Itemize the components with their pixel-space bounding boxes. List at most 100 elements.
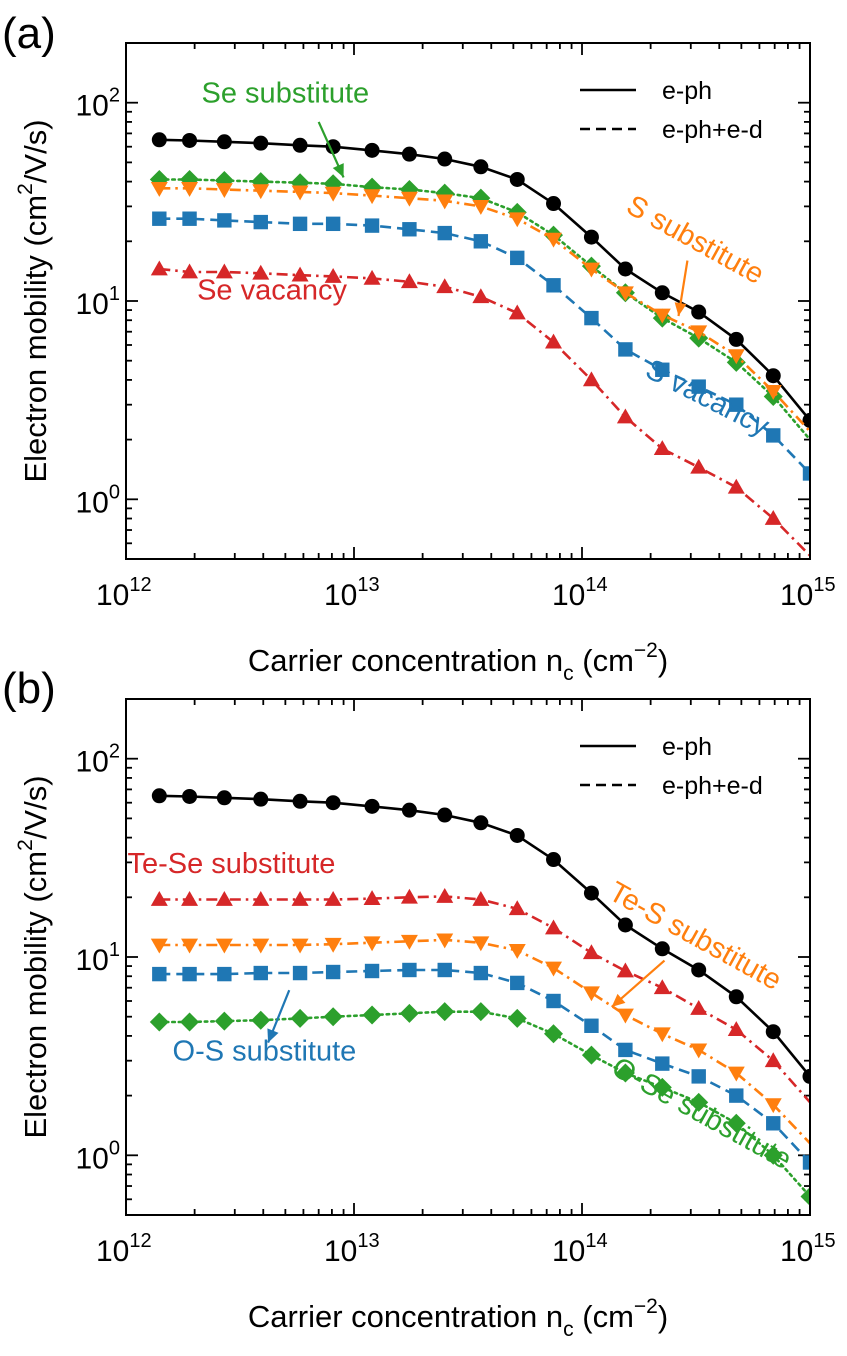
data-point-eph: [654, 285, 670, 301]
data-point-eph: [765, 368, 781, 384]
data-point-te_se_sub: [181, 890, 199, 906]
annotation-label: Te-Se substitute: [127, 848, 335, 880]
data-point-te_s_sub: [616, 1008, 634, 1024]
data-point-te_s_sub: [291, 938, 309, 954]
data-point-te_s_sub: [400, 934, 418, 950]
data-point-te_se_sub: [291, 890, 309, 906]
annotation-label: S vacancy: [640, 353, 774, 442]
panel-a-x-tick-labels: 1012 1013 1014 1015: [96, 574, 836, 612]
data-point-eph: [216, 790, 232, 806]
data-point-se_vac: [215, 263, 233, 279]
data-point-te_se_sub: [363, 890, 381, 905]
annotation-label: O-S substitute: [173, 1036, 357, 1068]
data-point-te_s_sub: [545, 961, 563, 977]
data-point-te_se_sub: [472, 890, 490, 906]
annotation-arrow-head: [674, 302, 687, 317]
data-point-s_sub: [252, 184, 270, 200]
panel-a-x-axis-title: Carrier concentration nc (cm−2): [248, 639, 668, 685]
data-point-s_vac: [546, 278, 561, 293]
data-point-s_sub: [472, 200, 490, 215]
data-point-s_sub: [363, 189, 381, 205]
data-point-se_vac: [508, 304, 526, 320]
data-point-s_vac: [618, 342, 633, 357]
panel-a-y-tick-labels: 100 101 102: [76, 85, 121, 520]
data-point-s_sub: [150, 181, 168, 197]
data-point-te_se_sub: [690, 999, 708, 1015]
data-point-s_sub: [582, 262, 600, 278]
panel-b-series: [149, 788, 810, 1206]
y-tick-label: 101: [76, 939, 121, 977]
y-tick-label: 100: [76, 481, 121, 519]
data-point-eph: [292, 137, 308, 153]
data-point-eph: [437, 151, 453, 167]
data-point-s_vac: [473, 234, 489, 249]
data-point-o_se_sub: [507, 1008, 527, 1028]
data-point-eph: [364, 142, 380, 158]
data-point-te_se_sub: [616, 962, 634, 978]
data-point-o_s_sub: [364, 963, 380, 979]
data-point-o_s_sub: [325, 964, 341, 980]
data-point-o_se_sub: [323, 1007, 343, 1027]
data-point-se_vac: [690, 458, 708, 474]
y-tick-label: 100: [76, 1137, 121, 1175]
data-point-eph: [509, 827, 525, 843]
data-point-te_se_sub: [653, 979, 671, 995]
data-point-o_s_sub: [546, 993, 561, 1009]
panel-a-legend: e-ph e-ph+e-d: [580, 77, 763, 144]
data-point-se_vac: [582, 371, 600, 387]
data-point-te_s_sub: [215, 938, 233, 954]
data-point-o_se_sub: [214, 1011, 234, 1031]
data-point-s_sub: [653, 308, 671, 324]
series-te_se_sub: [150, 887, 810, 1104]
annotation-label: Se substitute: [202, 78, 370, 110]
x-tick-label: 1013: [324, 1230, 380, 1268]
series-s_sub: [150, 181, 810, 433]
legend-label-eph: e-ph: [662, 77, 712, 105]
data-point-s_sub: [727, 349, 745, 365]
annotation-arrow-head: [267, 1028, 279, 1043]
data-point-s_sub: [690, 325, 708, 341]
data-point-o_se_sub: [544, 1024, 564, 1044]
data-point-o_s_sub: [729, 1088, 744, 1103]
panel-b-frame: [125, 698, 811, 1216]
data-point-te_s_sub: [150, 938, 168, 954]
data-point-o_se_sub: [615, 1063, 635, 1083]
data-point-eph: [401, 146, 417, 162]
data-point-s_sub: [508, 212, 526, 228]
data-point-s_vac: [584, 310, 599, 326]
x-tick-label: 1014: [552, 1230, 608, 1268]
data-point-te_se_sub: [215, 890, 233, 906]
data-point-o_s_sub: [402, 962, 417, 978]
data-point-eph: [654, 941, 670, 957]
series-o_se_sub: [149, 1002, 810, 1206]
legend-label-eph-ed: e-ph+e-d: [662, 116, 763, 144]
panel-a-y-axis-title: Electron mobility (cm2/V/s): [14, 119, 53, 482]
data-point-eph: [325, 139, 341, 155]
data-point-s_sub: [215, 183, 233, 198]
data-point-se_vac: [727, 478, 745, 494]
data-point-eph: [617, 261, 633, 277]
data-point-eph: [182, 788, 198, 804]
data-point-s_sub: [545, 232, 563, 248]
data-point-eph: [583, 229, 599, 245]
panel-b-y-tick-labels: 100 101 102: [76, 741, 121, 1176]
legend-label-eph-ed: e-ph+e-d: [662, 772, 763, 800]
data-point-o_s_sub: [691, 1069, 706, 1084]
data-point-s_vac: [217, 213, 232, 228]
data-point-eph: [617, 917, 633, 933]
data-point-eph: [728, 331, 744, 347]
data-point-o_s_sub: [253, 965, 268, 981]
data-point-te_se_sub: [582, 944, 600, 960]
y-tick-label: 102: [76, 741, 121, 779]
data-point-s_vac: [802, 466, 810, 481]
data-point-te_s_sub: [252, 938, 270, 954]
data-point-eph: [728, 989, 744, 1005]
data-point-s_vac: [292, 216, 308, 232]
data-point-o_se_sub: [435, 1002, 455, 1022]
annotation-arrow-head: [611, 993, 626, 1007]
data-point-s_vac: [402, 222, 417, 237]
data-point-eph: [253, 135, 269, 151]
data-point-eph: [253, 791, 269, 807]
